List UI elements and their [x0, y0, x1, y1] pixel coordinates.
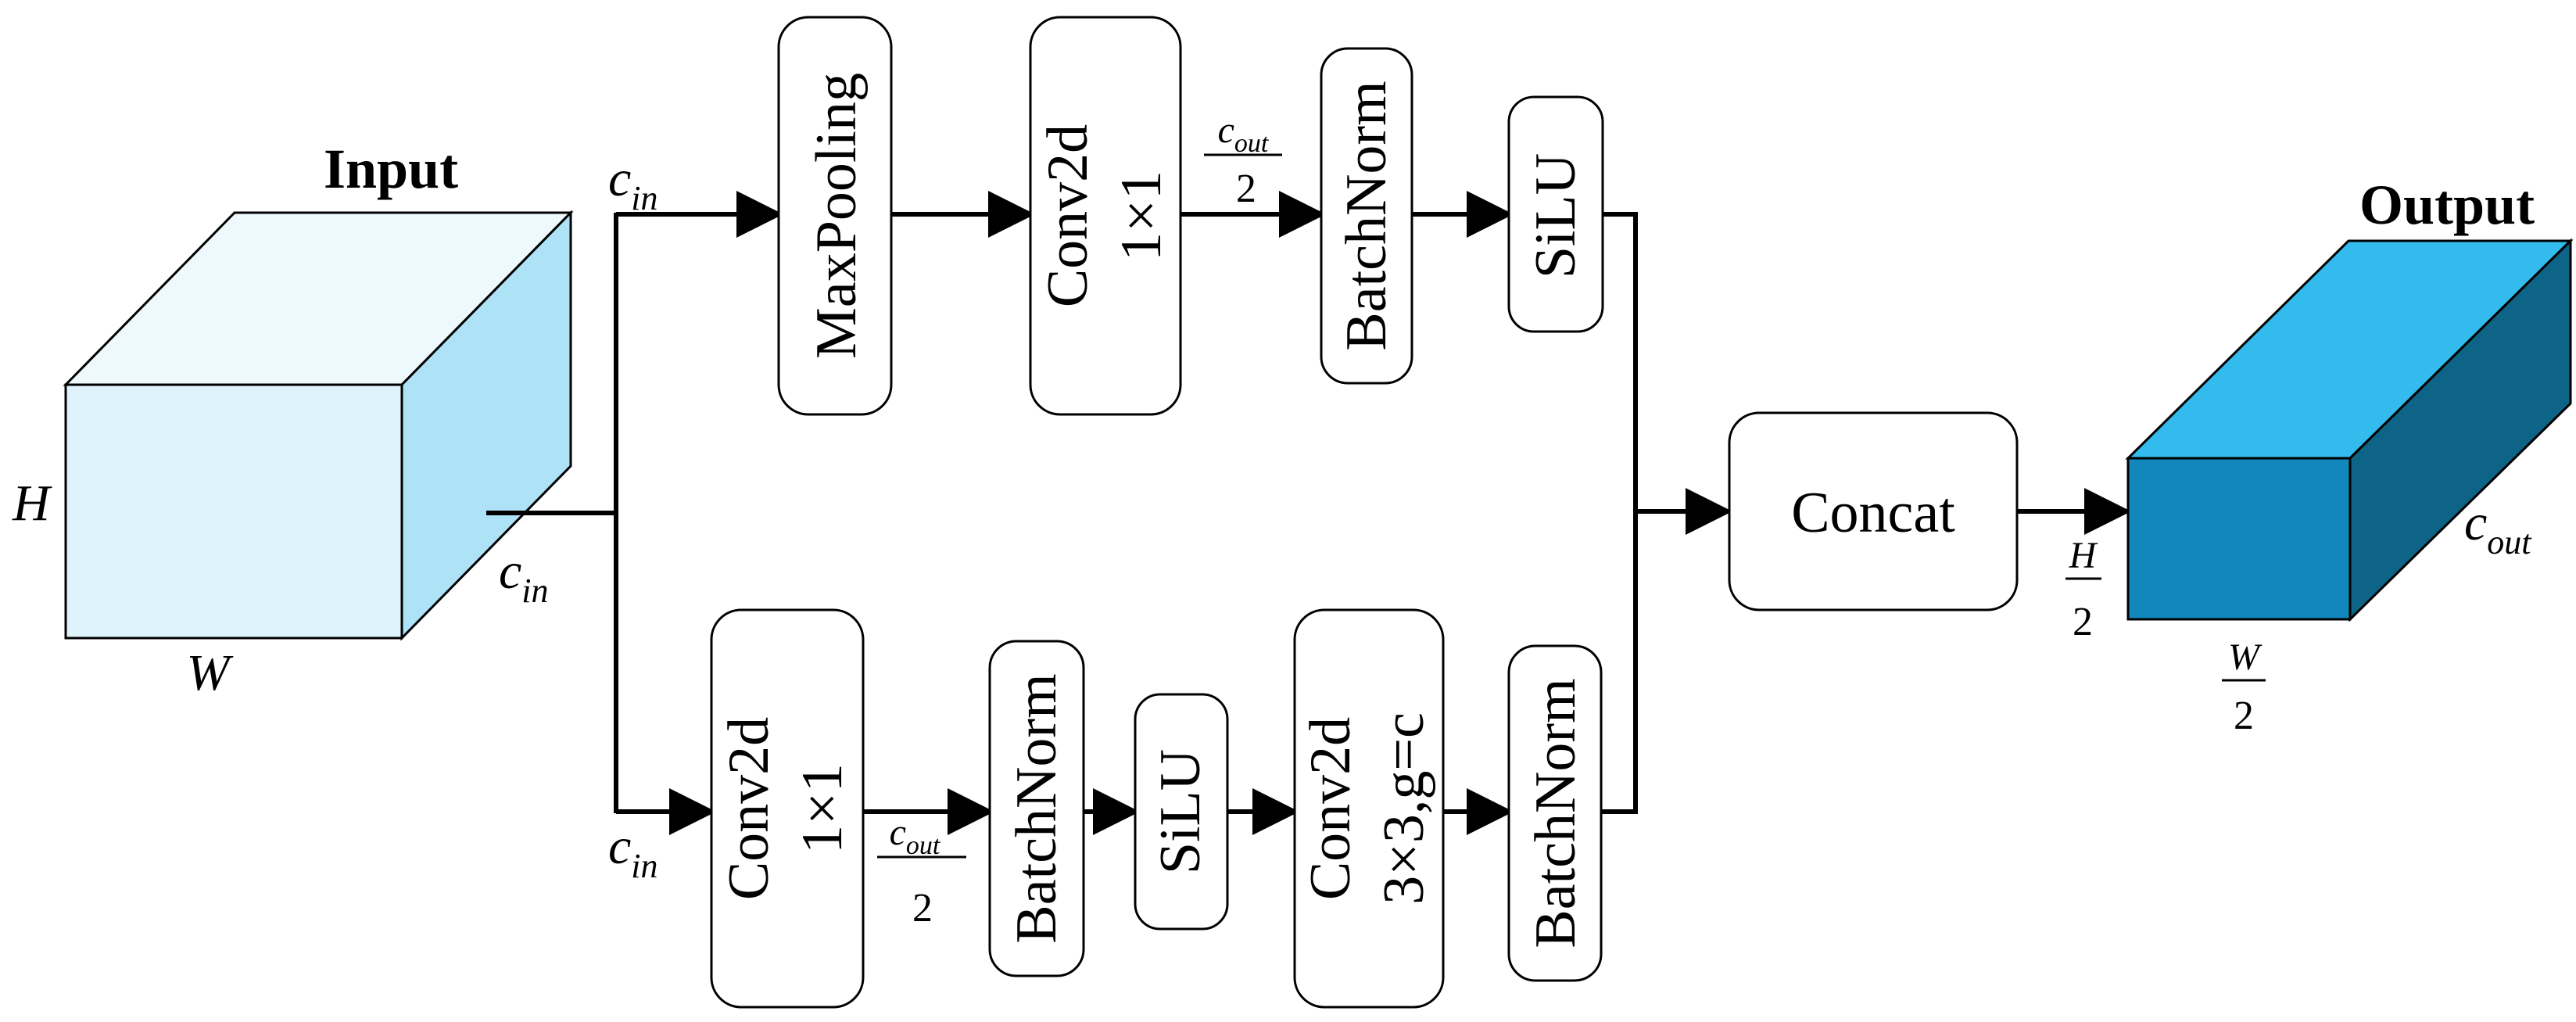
svg-text:BatchNorm: BatchNorm — [1005, 673, 1069, 943]
input-cube-front-face — [64, 383, 403, 640]
svg-text:cout: cout — [890, 812, 941, 860]
bottom-conv-1x1-block: Conv2d 1×1 — [710, 608, 865, 1009]
svg-text:Conv2d: Conv2d — [1299, 717, 1363, 900]
svg-text:W: W — [2228, 637, 2263, 678]
bottom-branch-channel-label: cin — [608, 818, 658, 885]
input-title: Input — [324, 138, 458, 200]
output-channel-label: cout — [2464, 494, 2532, 561]
concat-block: Concat — [1728, 411, 2019, 611]
output-height-fraction: H 2 — [2065, 535, 2101, 644]
input-tensor-cube — [63, 210, 574, 641]
top-conv-1x1-block: Conv2d 1×1 — [1029, 16, 1182, 416]
bottom-silu-block: SiLU — [1134, 693, 1229, 931]
top-channel-fraction: cout 2 — [1204, 109, 1282, 211]
input-channel-label: cin — [499, 543, 549, 610]
svg-text:MaxPooling: MaxPooling — [804, 73, 869, 359]
svg-text:cout: cout — [1218, 109, 1270, 158]
bottom-channel-fraction: cout 2 — [877, 812, 966, 931]
svg-text:2: 2 — [1236, 167, 1256, 211]
svg-text:2: 2 — [912, 886, 933, 931]
svg-text:2: 2 — [2073, 600, 2093, 644]
svg-text:H: H — [2069, 535, 2098, 576]
svg-text:1×1: 1×1 — [1109, 170, 1173, 261]
output-tensor-cube — [2125, 238, 2574, 622]
output-width-fraction: W 2 — [2222, 637, 2266, 738]
svg-text:Conv2d: Conv2d — [1036, 124, 1100, 307]
top-silu-block: SiLU — [1507, 95, 1604, 333]
top-silu-to-merge-wire — [1603, 212, 1638, 511]
svg-text:SiLU: SiLU — [1148, 749, 1213, 874]
bottom-batchnorm-block: BatchNorm — [988, 640, 1085, 977]
top-batchnorm-block: BatchNorm — [1320, 47, 1413, 385]
svg-text:2: 2 — [2234, 694, 2254, 738]
maxpooling-block: MaxPooling — [777, 16, 893, 416]
svg-text:3×3,g=c: 3×3,g=c — [1372, 712, 1436, 905]
depthwise-conv-3x3-block: Conv2d 3×3,g=c — [1293, 608, 1445, 1009]
svg-text:BatchNorm: BatchNorm — [1335, 81, 1399, 350]
output-cube-front-face — [2126, 457, 2352, 621]
input-width-label: W — [187, 644, 234, 701]
bottom-batchnorm-to-merge-wire — [1601, 511, 1638, 814]
output-title: Output — [2359, 174, 2535, 236]
svg-text:SiLU: SiLU — [1524, 153, 1588, 278]
bottom-batchnorm-2-block: BatchNorm — [1507, 644, 1603, 982]
svg-text:BatchNorm: BatchNorm — [1524, 678, 1588, 948]
input-height-label: H — [12, 475, 52, 532]
svg-text:Concat: Concat — [1791, 481, 1955, 545]
svg-text:1×1: 1×1 — [790, 763, 854, 854]
connections — [486, 191, 2131, 835]
top-branch-channel-label: cin — [608, 150, 658, 217]
svg-text:Conv2d: Conv2d — [717, 717, 781, 900]
